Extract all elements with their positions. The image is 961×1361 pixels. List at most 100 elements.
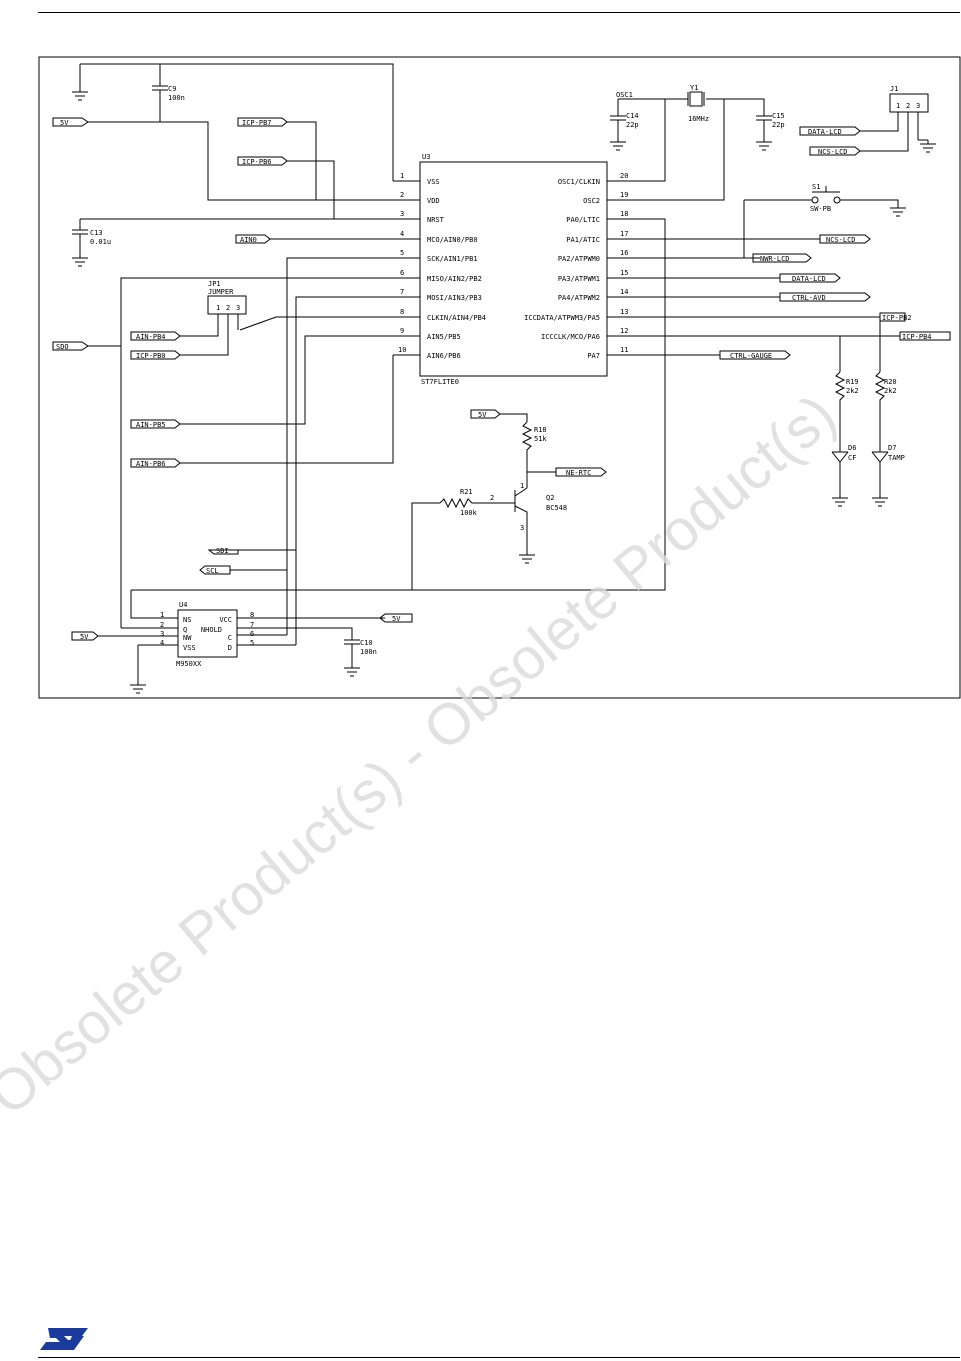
u3-pin-num: 1 — [400, 172, 404, 180]
flag-5v-a — [52, 117, 89, 127]
u3-pin-num: 20 — [620, 172, 628, 180]
net-ain-pb6: AIN-PB6 — [136, 460, 166, 468]
u3-name: ST7FLITE0 — [421, 378, 459, 386]
u3-pin-label: ICCDATA/ATPWM3/PA5 — [524, 314, 600, 322]
u3-pin-num: 19 — [620, 191, 628, 199]
u4-pin-label: D — [228, 644, 232, 652]
u3-pin-label: MCO/AIN0/PB0 — [427, 236, 478, 244]
u3-pin-label: OSC2 — [583, 197, 600, 205]
j1-pin: 2 — [906, 102, 910, 110]
u3-pin-num: 11 — [620, 346, 628, 354]
u3-pin-label: CLKIN/AIN4/PB4 — [427, 314, 486, 322]
d7-value: TAMP — [888, 454, 905, 462]
bottom-rule — [38, 1357, 960, 1358]
q2-pin: 3 — [520, 524, 524, 532]
u3-pin-label: PA7 — [587, 352, 600, 360]
u4-pin-label: NS — [183, 616, 191, 624]
u3-pin-label: NRST — [427, 216, 445, 224]
net-5v: 5V — [60, 119, 69, 127]
r19-value: 2k2 — [846, 387, 859, 395]
u3-pin-num: 8 — [400, 308, 404, 316]
r18-ref: R18 — [534, 426, 547, 434]
u4-ref: U4 — [179, 601, 187, 609]
u3-body — [419, 161, 608, 377]
c14-value: 22p — [626, 121, 639, 129]
r21-ref: R21 — [460, 488, 473, 496]
u3-pin-label: ICCCLK/MCO/PA6 — [541, 333, 600, 341]
r20-value: 2k2 — [884, 387, 897, 395]
u3-pin-num: 16 — [620, 249, 628, 257]
u4-pin-label: VSS — [183, 644, 196, 652]
net-sdi: SDI — [216, 547, 229, 555]
y1-ref: Y1 — [690, 84, 698, 92]
u3-pin-num: 5 — [400, 249, 404, 257]
u3-pin-label: PA2/ATPWM0 — [558, 255, 600, 263]
q2-value: BC548 — [546, 504, 567, 512]
u3-pin-num: 14 — [620, 288, 628, 296]
d6-ref: D6 — [848, 444, 856, 452]
u4-pin-num: 8 — [250, 611, 254, 619]
u4-pin-label: NHOLD — [201, 626, 222, 634]
u4-body — [177, 609, 238, 658]
u3-pin-num: 12 — [620, 327, 628, 335]
y1-value: 16MHz — [688, 115, 709, 123]
u4-pin-label: NW — [183, 634, 192, 642]
top-rule — [38, 12, 960, 13]
c10-ref: C10 — [360, 639, 373, 647]
jp1-pin: 3 — [236, 304, 240, 312]
osc-ref: OSC1 — [616, 91, 633, 99]
j1-pin: 1 — [896, 102, 900, 110]
net-ne-rtc: NE-RTC — [566, 469, 591, 477]
u3-pin-num: 17 — [620, 230, 628, 238]
r20-ref: R20 — [884, 378, 897, 386]
net-ctrl-avd: CTRL-AVD — [792, 294, 826, 302]
c9-ref: C9 — [168, 85, 176, 93]
c13-value: 0.01u — [90, 238, 111, 246]
u4-pin-num: 5 — [250, 639, 254, 647]
schematic-frame — [38, 56, 961, 699]
d7-ref: D7 — [888, 444, 896, 452]
st-logo-icon — [40, 1328, 88, 1350]
q2-ref: Q2 — [546, 494, 554, 502]
c15-value: 22p — [772, 121, 785, 129]
u3-pin-label: PA1/ATIC — [566, 236, 600, 244]
r19-ref: R19 — [846, 378, 859, 386]
u3-pin-label: OSC1/CLKIN — [558, 178, 600, 186]
c9-value: 100n — [168, 94, 185, 102]
net-scl: SCL — [206, 567, 219, 575]
r21-value: 100k — [460, 509, 478, 517]
net-icp-pb0: ICP-PB0 — [136, 352, 166, 360]
u3-pin-num: 9 — [400, 327, 404, 335]
jp1-name: JUMPER — [208, 288, 234, 296]
net-icp-pb4: ICP-PB4 — [902, 333, 932, 341]
net-icp-pb7: ICP-PB7 — [242, 119, 272, 127]
jp1-pin: 2 — [226, 304, 230, 312]
u4-pin-label: C — [228, 634, 232, 642]
net-5v: 5V — [392, 615, 401, 623]
net-ctrl-gauge: CTRL-GAUGE — [730, 352, 772, 360]
u3-pin-label: MISO/AIN2/PB2 — [427, 275, 482, 283]
r18-value: 51k — [534, 435, 547, 443]
u4-pin-label: Q — [183, 626, 187, 634]
u4-pin-num: 7 — [250, 621, 254, 629]
net-sdo: SDO — [56, 343, 69, 351]
u4-pin-num: 4 — [160, 639, 164, 647]
u3-pin-num: 10 — [398, 346, 406, 354]
net-ain0: AIN0 — [240, 236, 257, 244]
j1-ref: J1 — [890, 85, 898, 93]
u3-pin-num: 3 — [400, 210, 404, 218]
u4-pin-num: 3 — [160, 630, 164, 638]
net-data-lcd: DATA-LCD — [808, 128, 842, 136]
net-data-lcd: DATA-LCD — [792, 275, 826, 283]
d6-value: CF — [848, 454, 856, 462]
u3-pin-label: SCK/AIN1/PB1 — [427, 255, 478, 263]
c15-ref: C15 — [772, 112, 785, 120]
net-ncs-lcd: NCS-LCD — [826, 236, 856, 244]
u3-pin-label: PA4/ATPWM2 — [558, 294, 600, 302]
u4-pin-num: 1 — [160, 611, 164, 619]
net-ain-pb4: AIN-PB4 — [136, 333, 166, 341]
c13-ref: C13 — [90, 229, 103, 237]
q2-pin: 1 — [520, 482, 524, 490]
u3-pin-num: 6 — [400, 269, 404, 277]
jp1-ref: JP1 — [208, 280, 221, 288]
